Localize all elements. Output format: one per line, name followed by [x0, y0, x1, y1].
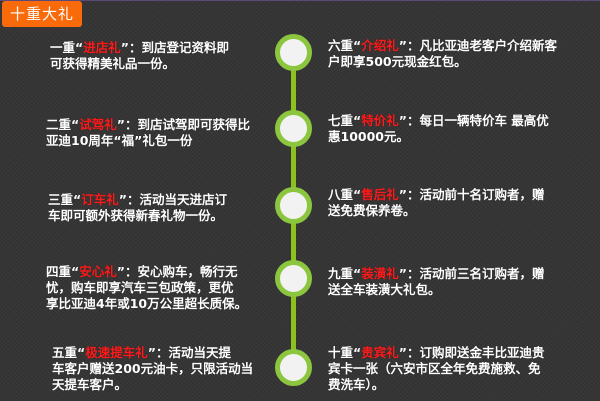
gift-item-desc: 送免费保养卷。 — [328, 203, 416, 218]
gift-item-desc: 户即享500元现金红包。 — [328, 54, 467, 69]
gift-name: 贵宾礼 — [361, 345, 399, 360]
gift-item-desc: 亚迪10周年“福”礼包一份 — [46, 133, 193, 148]
title-badge: 十重大礼 — [2, 1, 82, 27]
gift-item-desc: 忧，购车即享汽车三包政策，更优 — [46, 280, 234, 295]
gift-item-heading: 四重“安心礼”：安心购车，畅行无 — [46, 264, 238, 279]
gift-item-desc: 车客户赠送200元油卡，只限活动当 — [52, 361, 254, 376]
gift-item-9: 九重“装潢礼”：活动前三名订购者，赠 送全车装潢大礼包。 — [328, 266, 544, 298]
gift-name: 订车礼 — [81, 192, 119, 207]
gift-item-heading: 二重“试驾礼”：到店试驾即可获得比 — [46, 117, 250, 132]
gift-item-desc: 天提车客户。 — [52, 377, 128, 392]
timeline-node-1 — [275, 34, 312, 71]
gift-item-desc: 享比亚迪4年或10万公里超长质保。 — [46, 296, 248, 311]
gift-name: 安心礼 — [79, 264, 117, 279]
top-rule — [0, 0, 600, 1]
gift-item-2: 二重“试驾礼”：到店试驾即可获得比 亚迪10周年“福”礼包一份 — [46, 117, 250, 149]
gift-item-desc: 送全车装潢大礼包。 — [328, 282, 441, 297]
timeline-node-2 — [275, 110, 312, 147]
gift-item-desc: 宾卡一张（六安市区全年免费施救、免 — [328, 361, 541, 376]
gift-item-heading: 六重“介绍礼”：凡比亚迪老客户介绍新客 — [328, 38, 557, 53]
gift-name: 装潢礼 — [361, 266, 399, 281]
gift-item-heading: 三重“订车礼”：活动当天进店订 — [48, 192, 227, 207]
gift-name: 特价礼 — [361, 113, 399, 128]
timeline-node-5 — [275, 349, 312, 386]
gift-item-heading: 一重“进店礼”：到店登记资料即 — [50, 40, 229, 55]
gift-item-heading: 八重“售后礼”：活动前十名订购者，赠 — [328, 187, 545, 202]
gift-name: 进店礼 — [83, 40, 121, 55]
gift-item-heading: 七重“特价礼”：每日一辆特价车 最高优 — [328, 113, 549, 128]
gift-item-3: 三重“订车礼”：活动当天进店订 车即可额外获得新春礼物一份。 — [48, 192, 227, 224]
gift-item-10: 十重“贵宾礼”：订购即送金丰比亚迪贵 宾卡一张（六安市区全年免费施救、免 费洗车… — [328, 345, 544, 393]
gift-item-desc: 可获得精美礼品一份。 — [50, 56, 176, 71]
gift-item-heading: 九重“装潢礼”：活动前三名订购者，赠 — [328, 266, 545, 281]
timeline-node-4 — [275, 260, 312, 297]
gift-name: 介绍礼 — [361, 38, 399, 53]
gift-item-4: 四重“安心礼”：安心购车，畅行无 忧，购车即享汽车三包政策，更优 享比亚迪4年或… — [46, 264, 247, 312]
gift-item-6: 六重“介绍礼”：凡比亚迪老客户介绍新客 户即享500元现金红包。 — [328, 38, 557, 70]
gift-item-desc: 车即可额外获得新春礼物一份。 — [48, 208, 224, 223]
gift-item-desc: 惠10000元。 — [328, 129, 409, 144]
gift-item-heading: 五重“极速提车礼”：活动当天提 — [52, 345, 231, 360]
gift-item-8: 八重“售后礼”：活动前十名订购者，赠 送免费保养卷。 — [328, 187, 544, 219]
gift-name: 售后礼 — [361, 187, 399, 202]
gift-name: 试驾礼 — [79, 117, 117, 132]
gift-item-heading: 十重“贵宾礼”：订购即送金丰比亚迪贵 — [328, 345, 545, 360]
gift-item-1: 一重“进店礼”：到店登记资料即 可获得精美礼品一份。 — [50, 40, 229, 72]
gift-item-7: 七重“特价礼”：每日一辆特价车 最高优 惠10000元。 — [328, 113, 549, 145]
gift-item-desc: 费洗车）。 — [328, 377, 385, 392]
gift-name: 极速提车礼 — [85, 345, 148, 360]
timeline-node-3 — [275, 187, 312, 224]
gift-item-5: 五重“极速提车礼”：活动当天提 车客户赠送200元油卡，只限活动当 天提车客户。 — [52, 345, 253, 393]
